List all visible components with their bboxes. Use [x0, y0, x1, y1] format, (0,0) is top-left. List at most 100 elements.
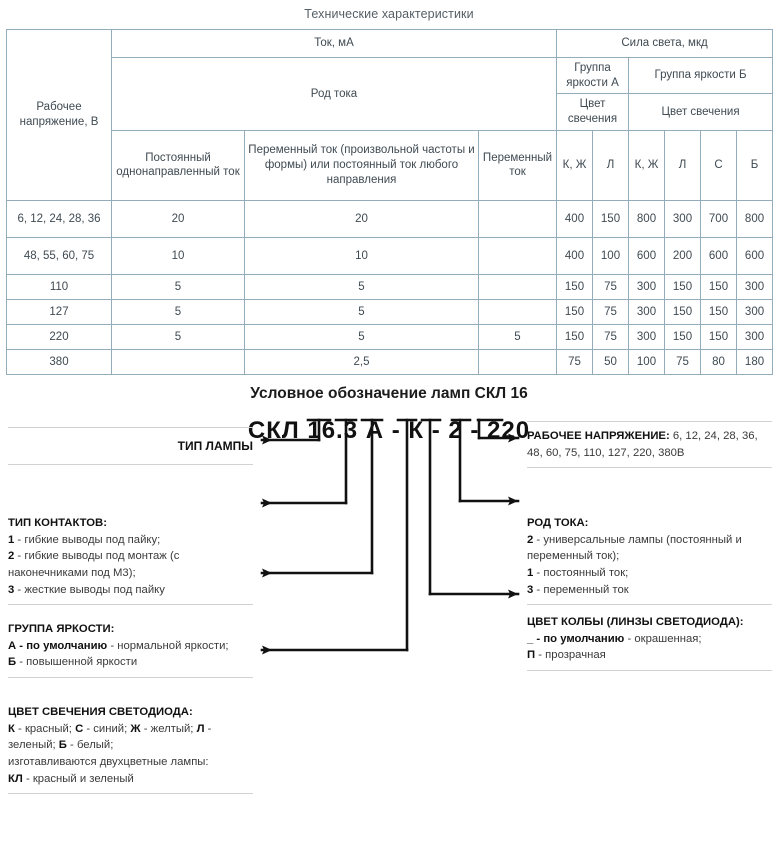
- brightness-key-1-default: - по умолчанию: [16, 639, 108, 652]
- divider: [8, 463, 253, 465]
- bulb-color-heading: ЦВЕТ КОЛБЫ (ЛИНЗЫ СВЕТОДИОДА):: [527, 615, 744, 628]
- cell-val: 75: [592, 273, 629, 300]
- cell-val: 75: [592, 298, 629, 325]
- contacts-key-3: 3: [8, 583, 15, 596]
- th-ac-any: Переменный ток (произвольной частоты и ф…: [244, 129, 479, 201]
- spec-title: Технические характеристики: [304, 7, 474, 21]
- cell-val: 600: [735, 236, 774, 275]
- contacts-desc-1: - гибкие выводы под пайку;: [14, 533, 161, 546]
- cell-val: 700: [700, 199, 737, 238]
- table-row: 110 5 5 150 75 300 150 150 300: [6, 273, 774, 300]
- led-color-desc-zh: - желтый;: [140, 722, 197, 735]
- th-sub-5: Б: [735, 129, 774, 201]
- bulb-color-text: ЦВЕТ КОЛБЫ (ЛИНЗЫ СВЕТОДИОДА): _ - по ум…: [527, 608, 772, 670]
- header-row-2: Род тока Группа яркости А Группа яркости…: [7, 56, 774, 131]
- specifications-table: Рабочее напряжение, В Ток, мА Сила света…: [6, 29, 774, 375]
- right-block-voltage: РАБОЧЕЕ НАПРЯЖЕНИЕ: 6, 12, 24, 28, 36, 4…: [527, 420, 772, 469]
- th-sub-2: К, Ж: [628, 129, 665, 201]
- th-current-group: Ток, мА: [111, 29, 557, 58]
- contacts-desc-2: - гибкие выводы под монтаж (с наконечник…: [8, 550, 180, 580]
- cell-val: 150: [556, 273, 593, 300]
- th-brightness-a: Группа яркости А: [556, 56, 629, 95]
- cell-val: 400: [556, 199, 593, 238]
- cell-val: 150: [700, 323, 737, 350]
- th-glow-color-b: Цвет свечения: [627, 93, 774, 131]
- bulb-color-desc-default: - окрашенная;: [624, 632, 702, 645]
- cell-val: 300: [735, 298, 774, 325]
- cell-val: 150: [556, 298, 593, 325]
- contacts-desc-3: - жесткие выводы под пайку: [14, 583, 165, 596]
- cell-val: 300: [628, 273, 665, 300]
- led-color-text: ЦВЕТ СВЕЧЕНИЯ СВЕТОДИОДА: К - красный; С…: [8, 698, 253, 794]
- header-row-4: Постоянный однонаправленный ток Переменн…: [7, 129, 774, 201]
- left-block-led-color: ЦВЕТ СВЕЧЕНИЯ СВЕТОДИОДА: К - красный; С…: [8, 698, 253, 795]
- brightness-heading: ГРУППА ЯРКОСТИ:: [8, 622, 115, 635]
- cell-val: 150: [700, 298, 737, 325]
- cell-voltage: 380: [6, 348, 112, 375]
- table-row: 127 5 5 150 75 300 150 150 300: [6, 298, 774, 325]
- led-color-desc-b: - белый;: [66, 739, 114, 752]
- cell-val: 75: [556, 348, 593, 375]
- cell-ac-any: 10: [244, 236, 479, 275]
- current-kind-key-3: 3: [527, 583, 534, 596]
- divider: [8, 793, 253, 795]
- led-color-heading: ЦВЕТ СВЕЧЕНИЯ СВЕТОДИОДА:: [8, 705, 193, 718]
- cell-val: 150: [556, 323, 593, 350]
- brightness-text: ГРУППА ЯРКОСТИ: А - по умолчанию - норма…: [8, 615, 253, 677]
- led-color-key-s: С: [75, 722, 84, 735]
- th-luminous-group: Сила света, мкд: [555, 29, 774, 58]
- cell-val: 150: [664, 323, 701, 350]
- cell-dc: 20: [111, 199, 245, 238]
- cell-ac: [478, 199, 557, 238]
- cell-ac-any: 5: [244, 323, 479, 350]
- led-color-desc-s: - синий;: [83, 722, 131, 735]
- current-kind-key-2: 2: [527, 533, 534, 546]
- bulb-color-key-default: _: [527, 632, 534, 645]
- table-row: 380 2,5 75 50 100 75 80 180: [6, 348, 774, 375]
- led-color-desc-l: - зеленый;: [8, 722, 212, 752]
- brightness-desc-2: - повышенной яркости: [16, 656, 138, 669]
- cell-dc: [111, 348, 245, 375]
- cell-ac-any: 5: [244, 273, 479, 300]
- cell-ac: [478, 348, 557, 375]
- cell-val: 50: [592, 348, 629, 375]
- cell-val: 150: [700, 273, 737, 300]
- label-lamp-type: ТИП ЛАМПЫ: [177, 438, 253, 453]
- divider: [527, 670, 772, 672]
- current-kind-desc-3: - переменный ток: [533, 583, 629, 596]
- contacts-heading: ТИП КОНТАКТОВ:: [8, 516, 107, 529]
- bulb-color-desc-p: - прозрачная: [535, 649, 606, 662]
- led-color-note: изготавливаются двухцветные лампы:: [8, 756, 209, 769]
- voltage-values: 6, 12, 24, 28, 36, 48, 60, 75, 110, 127,…: [527, 429, 758, 459]
- divider: [8, 604, 253, 606]
- th-working-voltage: Рабочее напряжение, В: [6, 29, 112, 201]
- contacts-key-1: 1: [8, 533, 15, 546]
- th-sub-3: Л: [664, 129, 701, 201]
- left-block-lamp-type: ТИП ЛАМПЫ: [8, 426, 253, 465]
- brightness-desc-1: - нормальной яркости;: [107, 639, 229, 652]
- cell-val: 150: [592, 199, 629, 238]
- table-row: 6, 12, 24, 28, 36 20 20 400 150 800 300 …: [6, 199, 774, 238]
- cell-val: 180: [735, 348, 774, 375]
- right-block-current-kind: РОД ТОКА: 2 - универсальные лампы (посто…: [527, 509, 772, 606]
- cell-ac-any: 5: [244, 298, 479, 325]
- cell-voltage: 110: [6, 273, 112, 300]
- cell-val: 150: [664, 298, 701, 325]
- th-dc-unidirectional: Постоянный однонаправленный ток: [111, 129, 245, 201]
- led-color-desc-k: - красный;: [14, 722, 76, 735]
- current-kind-desc-2: - универсальные лампы (постоянный и пере…: [527, 533, 742, 563]
- th-sub-1: Л: [592, 129, 629, 201]
- cell-voltage: 6, 12, 24, 28, 36: [6, 199, 112, 238]
- contacts-text: ТИП КОНТАКТОВ: 1 - гибкие выводы под пай…: [8, 509, 253, 605]
- brightness-key-1: А: [8, 639, 17, 652]
- led-color-key-zh: Ж: [130, 722, 141, 735]
- brightness-key-2: Б: [8, 656, 17, 669]
- current-kind-heading: РОД ТОКА:: [527, 516, 589, 529]
- cell-val: 300: [664, 199, 701, 238]
- cell-voltage: 220: [6, 323, 112, 350]
- designation-diagram: Условное обозначение ламп СКЛ 16 СКЛ 16.…: [0, 383, 778, 843]
- cell-voltage: 48, 55, 60, 75: [6, 236, 112, 275]
- cell-dc: 5: [111, 323, 245, 350]
- cell-val: 600: [628, 236, 665, 275]
- cell-ac-any: 20: [244, 199, 479, 238]
